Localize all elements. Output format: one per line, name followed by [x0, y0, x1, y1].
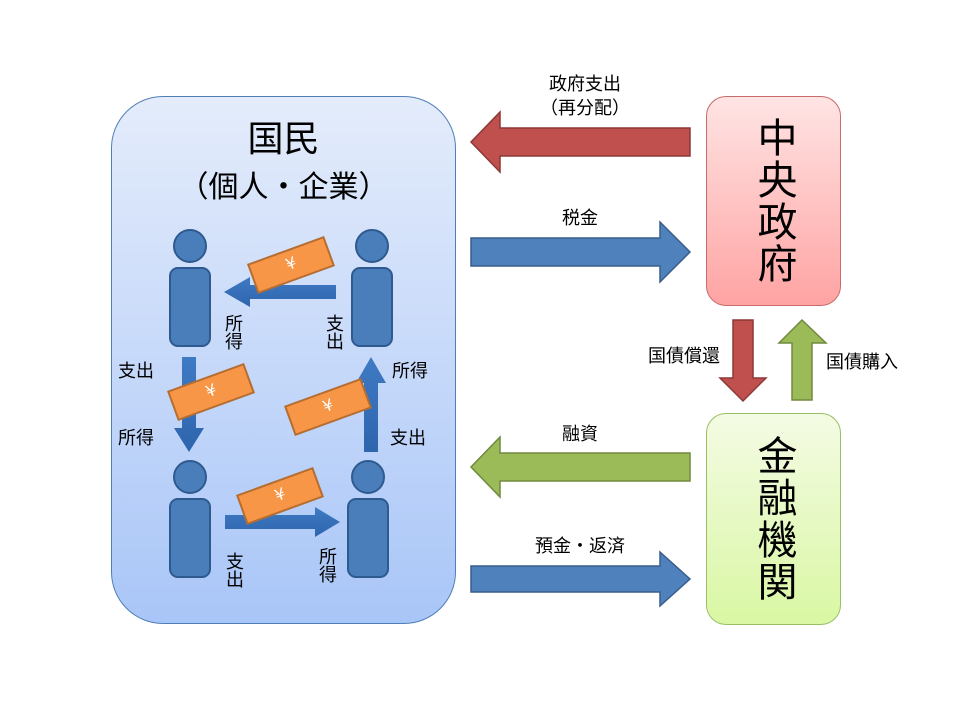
- citizens-title: 国民: [247, 119, 320, 160]
- gov-spending-label: 政府支出: [549, 74, 621, 95]
- person-top-right: [351, 229, 393, 347]
- person-top-left: [169, 229, 211, 347]
- top-income-label: 所得: [222, 314, 243, 350]
- financial-institutions-box: 金融機関: [706, 413, 841, 625]
- bottom-income-label: 所得: [316, 547, 337, 583]
- tax-arrow: [470, 220, 692, 284]
- deposit-repayment-arrow: [470, 550, 692, 608]
- tax-label: 税金: [562, 208, 598, 229]
- flow-arrow-top: [224, 277, 336, 307]
- bond-redemption-label: 国債償還: [648, 346, 720, 367]
- bond-redemption-arrow: [718, 319, 768, 403]
- citizens-box: [111, 96, 456, 624]
- top-spending-label: 支出: [323, 314, 344, 350]
- person-bottom-left: [169, 460, 211, 578]
- central-government-label: 中央政府: [750, 117, 797, 285]
- loan-label: 融資: [562, 424, 598, 445]
- flow-arrow-right: [356, 357, 386, 452]
- deposit-repayment-label: 預金・返済: [535, 536, 625, 557]
- bottom-spending-label: 支出: [223, 552, 244, 588]
- money-bill-top: [247, 235, 335, 295]
- gov-spending-sublabel: （再分配）: [540, 98, 630, 119]
- money-bill-bottom: [236, 466, 324, 526]
- money-bill-right: [284, 377, 372, 437]
- left-income-label: 所得: [118, 428, 154, 449]
- citizens-subtitle: （個人・企業）: [178, 170, 389, 205]
- right-income-label: 所得: [392, 361, 428, 382]
- central-government-box: 中央政府: [706, 96, 841, 306]
- flow-arrow-bottom: [225, 507, 340, 537]
- bond-purchase-arrow: [777, 318, 828, 401]
- financial-institutions-label: 金融機関: [750, 435, 797, 603]
- person-bottom-right: [347, 460, 389, 578]
- left-spending-label: 支出: [118, 361, 154, 382]
- bond-purchase-label: 国債購入: [826, 352, 898, 373]
- loan-arrow: [469, 435, 691, 499]
- gov-spending-arrow: [469, 110, 691, 174]
- money-bill-left: [167, 362, 255, 422]
- right-spending-label: 支出: [390, 428, 426, 449]
